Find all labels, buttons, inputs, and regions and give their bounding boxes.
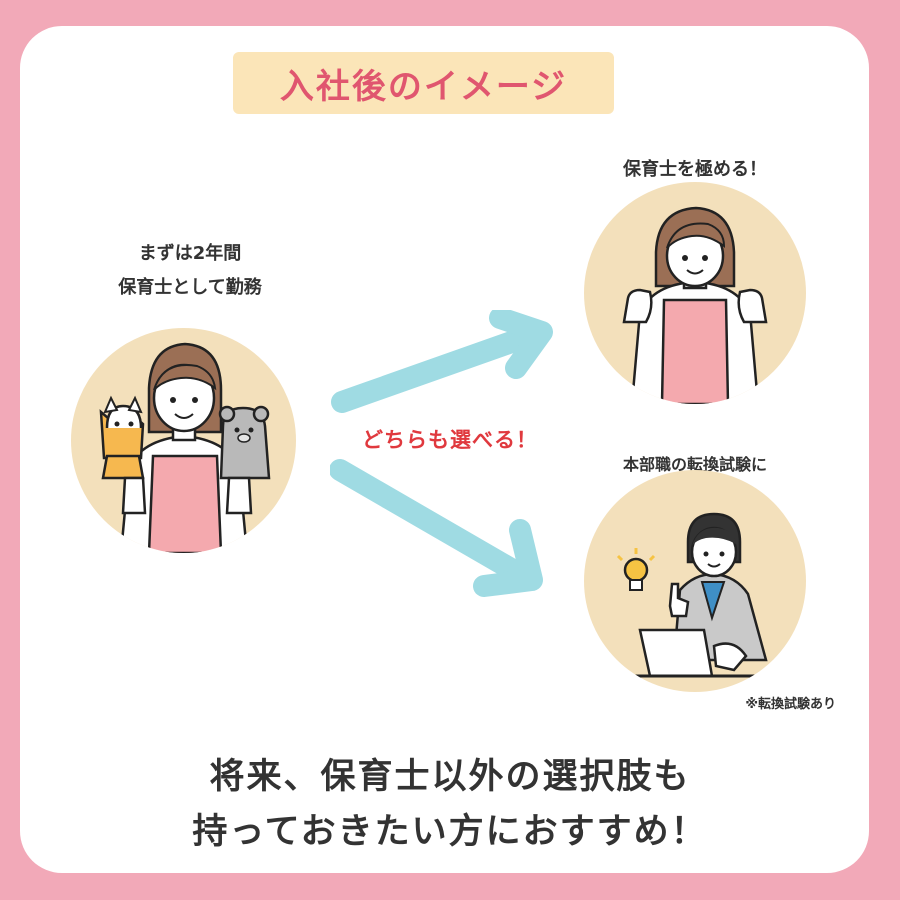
page-title: 入社後のイメージ xyxy=(279,66,568,107)
lightbulb-icon xyxy=(616,548,656,591)
nursery-teacher-illustration xyxy=(71,328,296,553)
title-badge: 入社後のイメージ xyxy=(233,52,614,114)
exam-note: ※転換試験あり xyxy=(745,697,836,712)
left-label-line-2: 保育士として勤務 xyxy=(118,277,262,298)
bottom-text-line-1: 将来、保育士以外の選択肢も xyxy=(209,757,691,797)
top-right-label: 保育士を極める！ xyxy=(623,159,767,180)
arrows xyxy=(330,310,553,597)
choice-text: どちらも選べる！ xyxy=(362,428,538,452)
office-worker-illustration xyxy=(584,470,806,692)
left-label-line-1: まずは2年間 xyxy=(138,243,242,264)
left-label: まずは2年間 保育士として勤務 xyxy=(75,237,305,305)
bottom-right-label-line-1: 本部職の転換試験に xyxy=(622,455,767,474)
arrow-up-right-icon xyxy=(331,310,553,413)
master-teacher-illustration xyxy=(584,182,806,404)
arrow-down-right-icon xyxy=(330,459,543,597)
bottom-text-line-2: 持っておきたい方におすすめ！ xyxy=(192,812,708,852)
